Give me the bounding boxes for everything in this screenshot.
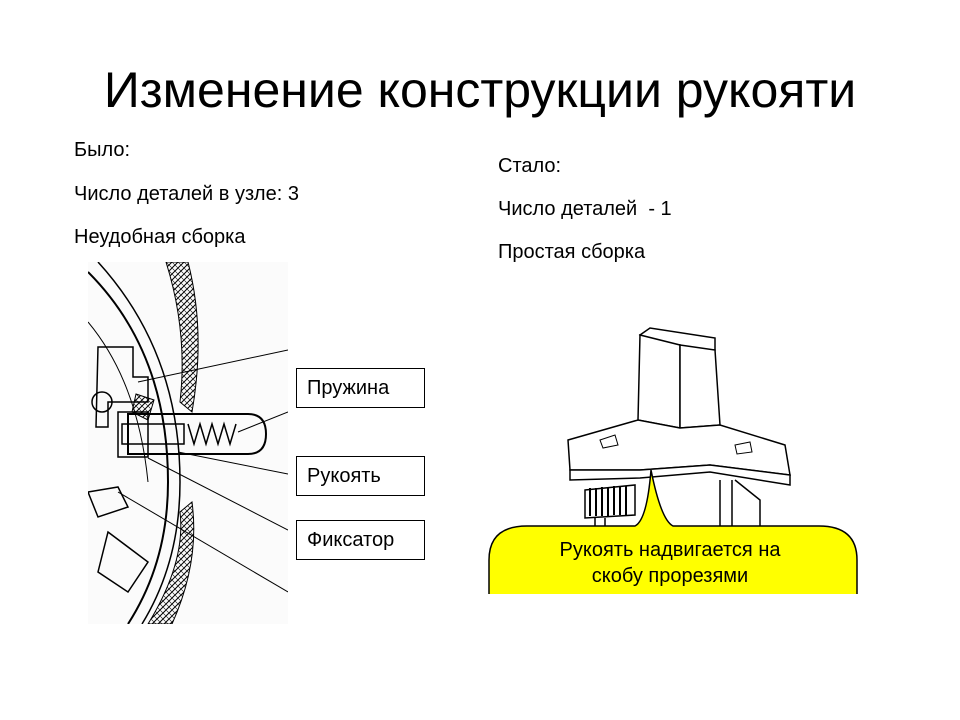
label-handle: Рукоять — [296, 456, 425, 496]
callout-text: Рукоять надвигается на скобу прорезями — [500, 537, 840, 589]
new-design-drawing — [567, 327, 791, 590]
label-spring: Пружина — [296, 368, 425, 408]
after-parts-count: Число деталей - 1 — [498, 198, 672, 220]
before-assembly-note: Неудобная сборка — [74, 226, 246, 248]
slide-title: Изменение конструкции рукояти — [103, 62, 857, 118]
callout-bubble — [488, 470, 858, 594]
callout-line-1: Рукоять надвигается на — [559, 539, 781, 561]
before-heading: Было: — [74, 139, 131, 161]
callout-line-2: скобу прорезями — [591, 565, 749, 587]
before-parts-count: Число деталей в узле: 3 — [74, 183, 299, 205]
label-latch: Фиксатор — [296, 520, 425, 560]
old-design-drawing — [88, 262, 288, 624]
after-heading: Стало: — [498, 155, 562, 177]
after-assembly-note: Простая сборка — [498, 241, 646, 263]
